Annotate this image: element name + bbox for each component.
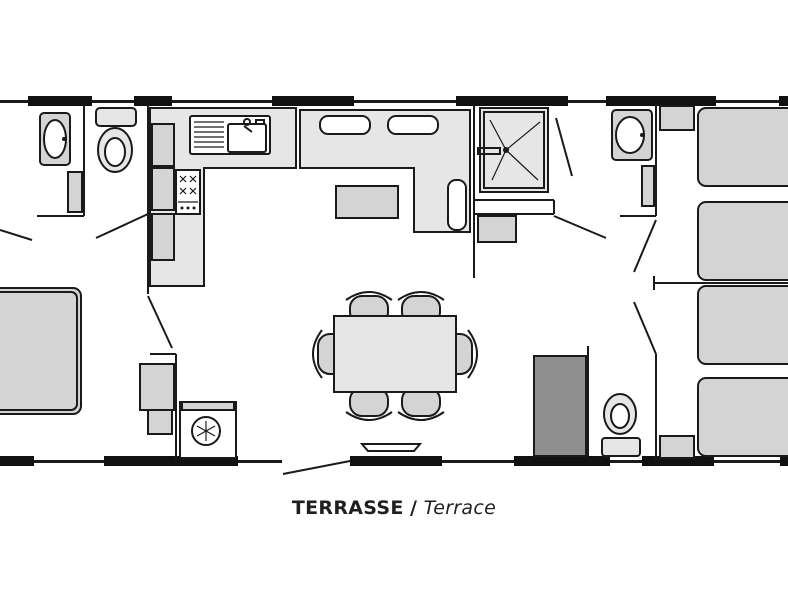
caption-secondary: Terrace [423, 497, 497, 519]
double-bed [0, 287, 82, 415]
corner-sofa [299, 109, 471, 233]
kitchen [149, 107, 297, 459]
window-bottom-1 [0, 456, 34, 466]
door-swings [0, 117, 657, 355]
cushion-1 [319, 115, 371, 135]
twin-bed-4 [697, 377, 788, 457]
bedside-bottom [659, 435, 695, 459]
window-bottom-5 [642, 456, 714, 466]
shower-room [477, 107, 587, 457]
entrance-door [282, 460, 351, 475]
right-bathroom [601, 109, 655, 457]
interior-walls [37, 103, 788, 460]
window-top-2 [134, 96, 172, 106]
right-toilet-tank [601, 437, 641, 457]
caption-primary: TERRASSE [291, 497, 404, 519]
twin-bed-2 [697, 201, 788, 281]
window-bottom-4 [514, 456, 610, 466]
coffee-table [335, 185, 399, 219]
window-top-3 [272, 96, 354, 106]
cushion-2 [387, 115, 439, 135]
tv-stand [359, 443, 423, 452]
toilet-tank [95, 107, 137, 127]
plan-caption: TERRASSE / Terrace [0, 497, 788, 523]
dining-table [333, 315, 457, 393]
left-shelf [67, 171, 83, 213]
twin-bed-1 [697, 107, 788, 187]
right-bedroom [659, 105, 788, 459]
right-shelf [641, 165, 655, 207]
window-bottom-3 [350, 456, 442, 466]
shower-shelf [477, 215, 517, 243]
exterior-walls [0, 96, 788, 475]
window-top-6 [779, 96, 788, 106]
twin-bed-3 [697, 285, 788, 365]
bedside-top [659, 105, 695, 131]
window-bottom-6 [780, 456, 788, 466]
side-cushion [447, 179, 467, 231]
lounge [299, 109, 471, 452]
storage-unit-upper [139, 363, 175, 411]
top-wall [0, 100, 788, 103]
left-bedroom [0, 287, 175, 435]
entrance-gap [282, 456, 350, 466]
sink [189, 115, 271, 155]
dining-area [312, 291, 478, 421]
sink-drainboard [194, 121, 224, 148]
storage-unit-lower [147, 409, 173, 435]
fridge-snowflake-icon [179, 401, 237, 459]
faucet-icon [243, 118, 265, 133]
window-top-5 [606, 96, 716, 106]
cooktop-icon [175, 169, 201, 215]
left-bathroom [39, 107, 137, 213]
window-bottom-2 [104, 456, 238, 466]
window-top-4 [456, 96, 568, 106]
caption-separator: / [410, 497, 418, 519]
window-top-1 [28, 96, 92, 106]
wardrobe [533, 355, 587, 457]
